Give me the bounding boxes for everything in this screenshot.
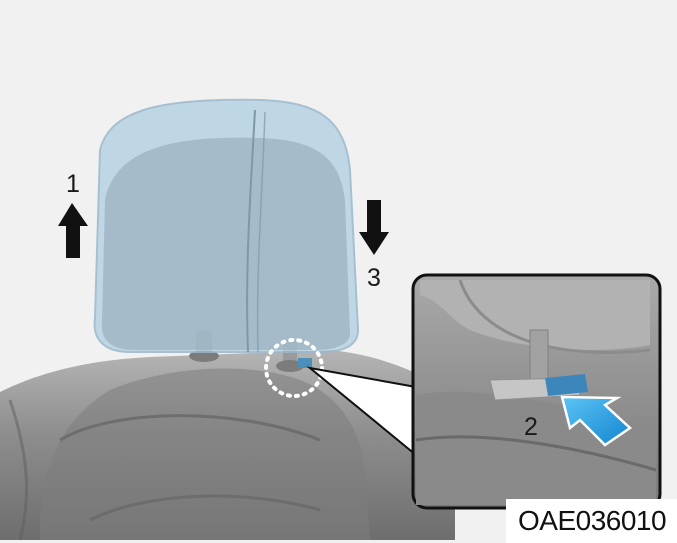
push-arrow-icon: [560, 395, 633, 447]
step-1-label: 1: [66, 170, 80, 198]
arrow-down-icon: [359, 200, 389, 255]
headrest: [93, 98, 360, 353]
figure-code: OAE036010: [506, 499, 677, 543]
step-2-label: 2: [524, 413, 538, 441]
step-3-label: 3: [367, 264, 381, 292]
lock-button-highlight-circle: [264, 338, 324, 398]
seat-back: [0, 350, 455, 541]
arrow-up-icon: [58, 203, 88, 258]
detail-inset: [411, 273, 662, 510]
